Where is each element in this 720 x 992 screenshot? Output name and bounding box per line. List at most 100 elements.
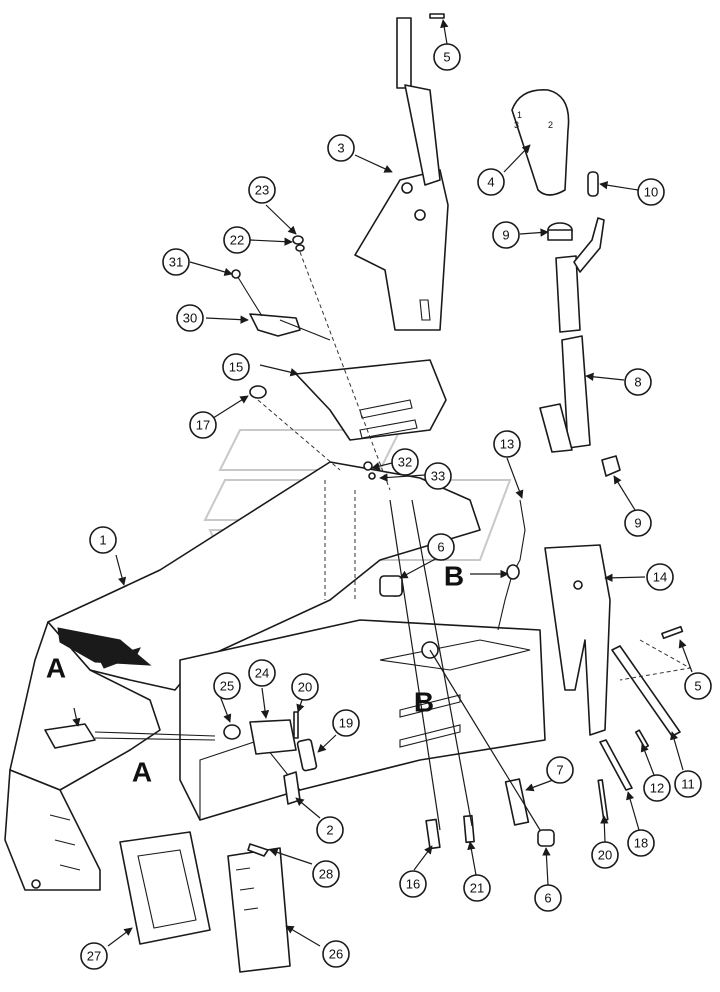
svg-text:14: 14 <box>653 570 667 585</box>
callout-8: 8 <box>624 368 652 396</box>
callout-27: 27 <box>80 942 108 970</box>
ref-letter-b-lower: B <box>414 687 434 718</box>
part-17-bushing <box>249 385 267 399</box>
svg-text:5: 5 <box>694 679 701 694</box>
callout-6-lower: 6 <box>534 884 562 912</box>
part-21-bolt <box>463 814 475 844</box>
part-32-33-fasteners <box>363 461 376 480</box>
callout-5-top: 5 <box>433 43 461 71</box>
callout-4: 4 <box>477 168 505 196</box>
svg-text:24: 24 <box>255 666 269 681</box>
callout-24: 24 <box>248 659 276 687</box>
callout-2: 2 <box>316 816 344 844</box>
svg-text:11: 11 <box>681 777 695 792</box>
ref-letter-a-lower: A <box>132 757 152 788</box>
svg-text:1: 1 <box>99 533 106 548</box>
svg-text:12: 12 <box>650 781 664 796</box>
svg-text:7: 7 <box>556 763 563 778</box>
callout-26: 26 <box>322 940 350 968</box>
svg-text:21: 21 <box>470 881 484 896</box>
svg-text:30: 30 <box>183 311 197 326</box>
part-9-nut-lower <box>601 455 621 477</box>
part-26-plate <box>227 847 291 973</box>
svg-text:17: 17 <box>196 418 210 433</box>
svg-text:31: 31 <box>169 255 183 270</box>
svg-text:27: 27 <box>87 949 101 964</box>
part-8-shift-rod <box>539 217 605 453</box>
callout-1: 1 <box>89 526 117 554</box>
callout-30: 30 <box>176 304 204 332</box>
svg-text:2: 2 <box>326 823 333 838</box>
reference-letters: A A B B <box>46 561 464 788</box>
svg-text:4: 4 <box>487 175 494 190</box>
callout-3: 3 <box>327 134 355 162</box>
callout-22: 22 <box>223 226 251 254</box>
callout-32: 32 <box>391 448 419 476</box>
part-31-screw <box>231 269 263 317</box>
part-19-bolt <box>296 738 318 772</box>
ref-letter-a-upper: A <box>46 653 66 684</box>
svg-text:9: 9 <box>502 228 509 243</box>
svg-text:25: 25 <box>220 679 234 694</box>
svg-text:23: 23 <box>255 183 269 198</box>
callout-21: 21 <box>463 874 491 902</box>
callout-5-lower: 5 <box>684 672 712 700</box>
callout-7: 7 <box>546 756 574 784</box>
svg-text:6: 6 <box>437 540 444 555</box>
callout-leaders <box>72 19 693 947</box>
part-cable-assembly-a <box>44 719 297 755</box>
callout-13: 13 <box>493 430 521 458</box>
svg-text:28: 28 <box>319 867 333 882</box>
callout-20-right: 20 <box>591 841 619 869</box>
part-7-pin <box>504 778 530 826</box>
svg-text:9: 9 <box>634 516 641 531</box>
part-27-gasket <box>119 831 211 945</box>
svg-text:18: 18 <box>634 836 648 851</box>
callout-10: 10 <box>637 178 665 206</box>
callout-12: 12 <box>643 774 671 802</box>
part-30-lever-assembly <box>249 313 331 341</box>
part-9-bushing-upper <box>547 222 573 241</box>
part-4-shift-knob: 1 2 3 <box>511 89 570 196</box>
part-10-roll-pin <box>587 171 599 197</box>
callout-23: 23 <box>248 176 276 204</box>
callout-17: 17 <box>189 411 217 439</box>
svg-text:19: 19 <box>339 716 353 731</box>
svg-text:33: 33 <box>431 469 445 484</box>
callout-25: 25 <box>213 672 241 700</box>
part-28-screw <box>247 843 269 857</box>
part-lever-rod <box>396 13 445 186</box>
svg-text:6: 6 <box>544 891 551 906</box>
svg-text:1: 1 <box>517 110 522 120</box>
svg-text:8: 8 <box>634 375 641 390</box>
part-6-bushing-upper <box>379 575 403 597</box>
svg-text:2: 2 <box>548 120 553 130</box>
callout-31: 31 <box>162 248 190 276</box>
part-18-bolt <box>599 739 633 791</box>
callout-14: 14 <box>646 563 674 591</box>
callout-18: 18 <box>627 829 655 857</box>
part-1-main-frame <box>4 461 481 891</box>
callout-6-upper: 6 <box>427 533 455 561</box>
part-11-long-pin <box>611 645 681 737</box>
svg-text:13: 13 <box>500 437 514 452</box>
part-5-pin-lower <box>661 625 684 640</box>
svg-text:10: 10 <box>644 185 658 200</box>
svg-text:15: 15 <box>229 360 243 375</box>
part-20-pin-right <box>597 779 609 821</box>
svg-text:3: 3 <box>337 141 344 156</box>
callout-9-upper: 9 <box>492 221 520 249</box>
ref-letter-b-upper: B <box>444 561 464 592</box>
svg-text:5: 5 <box>443 50 450 65</box>
part-14-bracket <box>544 544 611 736</box>
svg-text:16: 16 <box>406 877 420 892</box>
callouts: 5 3 4 10 9 8 9 13 14 5 11 12 18 20 6 7 2… <box>80 43 712 970</box>
callout-15: 15 <box>222 353 250 381</box>
svg-text:22: 22 <box>230 233 244 248</box>
part-20-pin-left <box>293 711 299 739</box>
callout-33: 33 <box>424 462 452 490</box>
part-16-bolt <box>425 818 441 850</box>
callout-19: 19 <box>332 709 360 737</box>
part-6-bushing-lower <box>537 829 555 847</box>
